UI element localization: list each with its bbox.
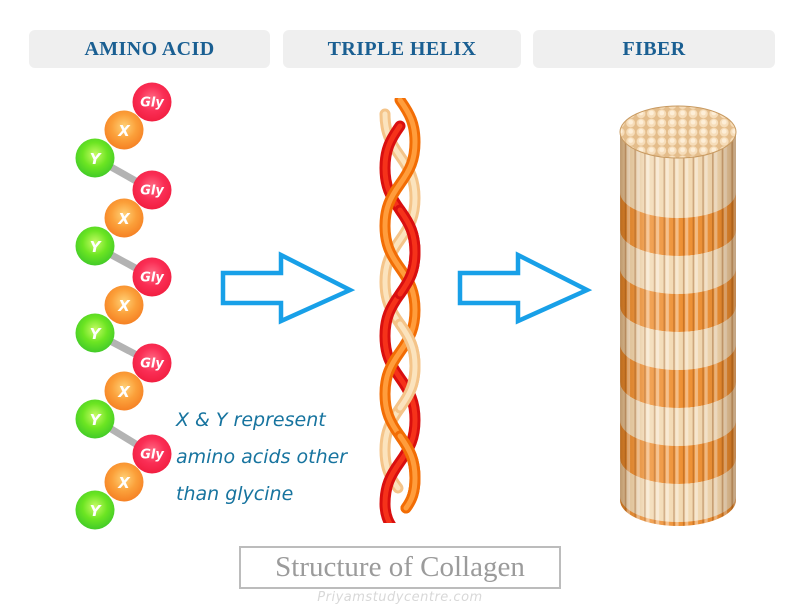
header-amino-acid-label: AMINO ACID xyxy=(84,37,215,60)
diagram-title: Structure of Collagen xyxy=(275,551,525,583)
fiber-illustration xyxy=(619,105,737,526)
bead-label: X xyxy=(117,210,131,228)
bead-x: X xyxy=(104,371,144,411)
bead-x: X xyxy=(104,462,144,502)
chain-connector xyxy=(91,415,156,458)
bead-gly: Gly xyxy=(132,257,172,297)
bead-label: Gly xyxy=(140,357,164,372)
triple-helix-illustration xyxy=(379,98,421,523)
fiber-top-face xyxy=(619,105,737,159)
chain-connector xyxy=(91,329,156,367)
chain-connector xyxy=(91,242,156,281)
header-triple-helix-label: TRIPLE HELIX xyxy=(327,37,477,60)
bead-gly: Gly xyxy=(132,170,172,210)
bead-label: X xyxy=(117,297,131,315)
bead-y: Y xyxy=(75,399,115,439)
bead-x: X xyxy=(104,285,144,325)
bead-label: Y xyxy=(90,502,103,520)
bead-gly: Gly xyxy=(132,434,172,474)
annotation-line-1: X & Y represent xyxy=(176,409,326,431)
arrow-right-icon-1 xyxy=(220,251,356,325)
bead-label: X xyxy=(117,474,131,492)
header-amino-acid: AMINO ACID xyxy=(29,30,270,68)
chain-connector xyxy=(91,154,156,194)
bead-label: Y xyxy=(90,238,103,256)
bead-gly: Gly xyxy=(132,82,172,122)
watermark: Priyamstudycentre.com xyxy=(317,590,483,605)
annotation-line-3: than glycine xyxy=(176,483,294,505)
annotation-line-2: amino acids other xyxy=(176,446,348,468)
bead-label: X xyxy=(117,122,131,140)
annotation-note: X & Y represent amino acids other than g… xyxy=(176,402,386,513)
bead-label: Gly xyxy=(140,448,164,463)
bead-x: X xyxy=(104,198,144,238)
bead-x: X xyxy=(104,110,144,150)
header-fiber-label: FIBER xyxy=(622,37,686,60)
arrow-right-icon-2 xyxy=(457,251,593,325)
header-fiber: FIBER xyxy=(533,30,775,68)
bead-label: Y xyxy=(90,150,103,168)
bead-label: Gly xyxy=(140,271,164,286)
bead-label: Y xyxy=(90,411,103,429)
header-triple-helix: TRIPLE HELIX xyxy=(283,30,521,68)
diagram-title-box: Structure of Collagen xyxy=(239,546,561,589)
bead-y: Y xyxy=(75,313,115,353)
bead-y: Y xyxy=(75,490,115,530)
bead-label: Gly xyxy=(140,184,164,199)
fiber-shading xyxy=(620,132,736,526)
bead-label: Y xyxy=(90,325,103,343)
bead-y: Y xyxy=(75,138,115,178)
bead-label: Gly xyxy=(140,96,164,111)
bead-gly: Gly xyxy=(132,343,172,383)
bead-label: X xyxy=(117,383,131,401)
bead-y: Y xyxy=(75,226,115,266)
